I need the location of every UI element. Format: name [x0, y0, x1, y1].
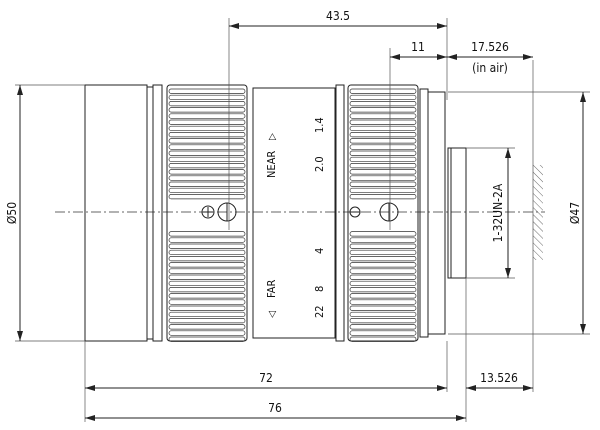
knurl-ridge: [349, 268, 417, 274]
dim-72-label: 72: [259, 371, 273, 385]
knurl-ridge: [168, 175, 246, 181]
knurl-ridge: [168, 287, 246, 293]
far-arrow-icon: ◁: [267, 311, 278, 318]
knurled-rings: [168, 88, 417, 342]
knurl-ridge: [168, 150, 246, 156]
dim-17-526-label: 17.526: [471, 40, 509, 54]
far-label: FAR: [265, 280, 278, 298]
aperture-22: 22: [313, 305, 326, 318]
knurl-ridge: [349, 94, 417, 101]
knurl-ridge: [168, 144, 246, 150]
knurl-ridge: [168, 299, 246, 305]
knurl-ridge: [168, 101, 246, 107]
near-arrow-icon: ▷: [267, 133, 278, 140]
aperture-1-4: 1.4: [313, 117, 326, 133]
knurl-ridge: [168, 293, 246, 299]
knurl-ridge: [168, 138, 246, 144]
knurl-ridge: [349, 293, 417, 299]
dim-d50-label: Ø50: [5, 202, 19, 224]
knurl-ridge: [168, 262, 246, 268]
knurl-ridge: [349, 194, 417, 200]
knurl-ridge: [349, 107, 417, 113]
knurl-ridge: [168, 324, 246, 330]
knurl-ridge: [349, 274, 417, 280]
dim-11-label: 11: [411, 40, 425, 54]
knurl-ridge: [168, 132, 246, 138]
knurl-ridge: [168, 187, 246, 194]
knurl-ridge: [168, 336, 246, 342]
knurl-ridge: [349, 181, 417, 187]
knurl-ridge: [168, 113, 246, 119]
knurl-ridge: [168, 311, 246, 318]
knurl-ridge: [168, 305, 246, 311]
knurl-ridge: [168, 330, 246, 336]
knurl-ridge: [168, 249, 246, 256]
knurl-ridge: [349, 262, 417, 268]
knurl-ridge: [349, 324, 417, 330]
thread-label: 1-32UN-2A: [491, 183, 505, 242]
knurl-ridge: [349, 101, 417, 107]
knurl-ridge: [168, 280, 246, 287]
aperture-8: 8: [313, 286, 326, 292]
knurl-ridge: [349, 231, 417, 237]
knurl-ridge: [349, 113, 417, 119]
knurl-ridge: [349, 243, 417, 249]
knurl-ridge: [349, 125, 417, 132]
sensor-plane: [533, 165, 543, 260]
aperture-2-0: 2.0: [313, 156, 326, 172]
knurl-ridge: [349, 256, 417, 262]
knurl-ridge: [168, 194, 246, 200]
knurl-ridge: [349, 299, 417, 305]
knurl-ridge: [168, 94, 246, 101]
dim-in-air-label: (in air): [472, 61, 508, 75]
knurl-ridge: [349, 150, 417, 156]
aperture-4: 4: [313, 248, 326, 254]
knurl-ridge: [168, 107, 246, 113]
knurl-ridge: [168, 243, 246, 249]
knurl-ridge: [168, 256, 246, 262]
knurl-ridge: [349, 336, 417, 342]
knurl-ridge: [349, 163, 417, 169]
dim-43-5-label: 43.5: [326, 9, 350, 23]
near-label: NEAR: [265, 151, 278, 178]
knurl-ridge: [349, 287, 417, 293]
screw-icon: [201, 202, 399, 222]
knurl-ridge: [168, 231, 246, 237]
knurl-ridge: [168, 274, 246, 280]
knurl-ridge: [349, 187, 417, 194]
knurl-ridge: [349, 138, 417, 144]
knurl-ridge: [349, 237, 417, 243]
knurl-ridge: [168, 125, 246, 132]
knurl-ridge: [168, 237, 246, 243]
knurl-ridge: [168, 88, 246, 94]
knurl-ridge: [349, 249, 417, 256]
knurl-ridge: [349, 88, 417, 94]
knurl-ridge: [168, 119, 246, 125]
knurl-ridge: [168, 268, 246, 274]
knurl-ridge: [349, 119, 417, 125]
knurl-ridge: [349, 280, 417, 287]
knurl-ridge: [349, 156, 417, 163]
knurl-ridge: [349, 144, 417, 150]
dim-76-label: 76: [268, 401, 282, 415]
knurl-ridge: [349, 305, 417, 311]
dim-13-526-label: 13.526: [480, 371, 518, 385]
knurl-ridge: [349, 169, 417, 175]
dim-d47-label: Ø47: [568, 202, 582, 224]
knurl-ridge: [349, 330, 417, 336]
knurl-ridge: [168, 181, 246, 187]
knurl-ridge: [349, 318, 417, 324]
knurl-ridge: [349, 311, 417, 318]
knurl-ridge: [168, 156, 246, 163]
knurl-ridge: [168, 318, 246, 324]
knurl-ridge: [349, 175, 417, 181]
knurl-ridge: [168, 163, 246, 169]
knurl-ridge: [168, 169, 246, 175]
knurl-ridge: [349, 132, 417, 138]
lens-body: [84, 84, 467, 342]
